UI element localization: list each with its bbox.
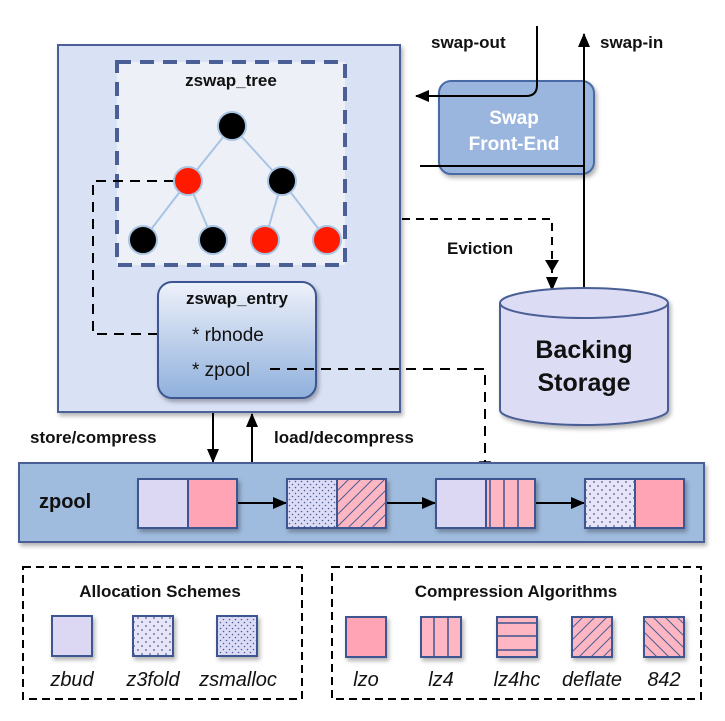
field-zpool: * zpool	[192, 360, 250, 381]
swatch-lz4hc	[496, 616, 538, 658]
zpool-block	[584, 478, 685, 529]
tree-node-red	[173, 166, 203, 196]
rbnode-pointer-arrow	[92, 180, 174, 334]
eviction-label: Eviction	[447, 239, 513, 258]
zpool-block	[435, 478, 536, 529]
tree-node-black	[198, 225, 228, 255]
tree-node-root	[217, 111, 247, 141]
label-lz4: lz4	[428, 669, 454, 691]
backing-storage-cylinder	[499, 287, 669, 426]
tree-node-red	[250, 225, 280, 255]
compression-algorithms-title: Compression Algorithms	[415, 582, 617, 601]
swatch-deflate	[571, 616, 613, 658]
tree-node-black	[267, 166, 297, 196]
swatch-zbud	[51, 615, 93, 657]
zpool-block	[286, 478, 387, 529]
backing-storage-line1: Backing	[535, 336, 632, 364]
label-zbud: zbud	[49, 669, 94, 691]
tree-node-black	[128, 225, 158, 255]
tree-node-red	[312, 225, 342, 255]
label-deflate: deflate	[562, 669, 622, 691]
swatch-zsmalloc	[216, 615, 258, 657]
swatch-842	[643, 616, 685, 658]
label-lz4hc: lz4hc	[494, 669, 541, 691]
zpool-label: zpool	[39, 491, 91, 513]
swap-front-end-line1: Swap	[489, 108, 539, 129]
tree-nodes	[128, 111, 342, 255]
field-rbnode: * rbnode	[192, 325, 264, 346]
load-label: load/decompress	[274, 428, 414, 447]
label-842: 842	[647, 669, 680, 691]
swap-in-arrow	[420, 165, 585, 290]
swap-front-end-box	[438, 80, 595, 175]
swap-out-arrow	[415, 26, 538, 102]
swap-in-label: swap-in	[600, 33, 663, 52]
zpool-block	[137, 478, 238, 529]
label-lzo: lzo	[353, 669, 379, 691]
store-label: store/compress	[30, 428, 157, 447]
label-zsmalloc: zsmalloc	[198, 669, 277, 691]
allocation-schemes-title: Allocation Schemes	[79, 582, 241, 601]
backing-storage-line2: Storage	[537, 369, 630, 397]
swap-out-label: swap-out	[431, 33, 506, 52]
swap-front-end-line2: Front-End	[469, 134, 560, 155]
swatch-lzo	[345, 616, 387, 658]
swatch-lz4	[420, 616, 462, 658]
zswap-tree-label: zswap_tree	[185, 71, 277, 90]
zpool-pointer-arrow	[270, 368, 485, 474]
zswap-entry-label: zswap_entry	[186, 289, 289, 308]
swatch-z3fold	[132, 615, 174, 657]
label-z3fold: z3fold	[125, 669, 180, 691]
